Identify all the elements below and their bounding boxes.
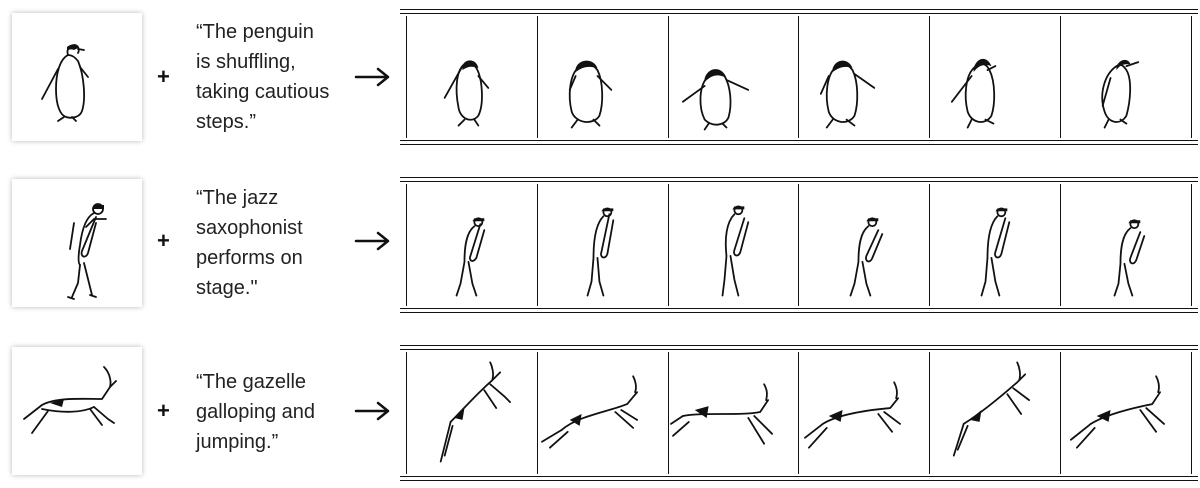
animation-frame — [1061, 16, 1191, 138]
animation-frame — [930, 16, 1062, 138]
gazelle-icon — [23, 366, 117, 434]
row-penguin: + “The penguin is shuffling, taking caut… — [0, 0, 1200, 148]
right-arrow-icon — [354, 231, 390, 251]
penguin-pose-icon — [820, 60, 876, 129]
gazelle-pose-icon — [439, 361, 511, 463]
filmstrip-rail-top — [400, 177, 1198, 182]
penguin-icon — [41, 44, 89, 122]
filmstrip-rail-bottom — [400, 476, 1198, 481]
animation-frame — [669, 352, 800, 474]
plus-sign: + — [157, 64, 170, 89]
gazelle-pose-icon — [1070, 375, 1166, 449]
animation-frame — [407, 16, 538, 138]
animation-frame — [669, 184, 800, 306]
output-frame-strip — [400, 345, 1198, 481]
input-sketch-card — [12, 347, 142, 475]
filmstrip-rail-top — [400, 345, 1198, 350]
text-prompt: “The jazz saxophonist performs on stage.… — [196, 187, 303, 299]
filmstrip-rail-bottom — [400, 308, 1198, 313]
plus-sign: + — [157, 228, 170, 253]
plus-sign: + — [157, 398, 170, 423]
gazelle-pose-icon — [953, 361, 1031, 457]
penguin-pose-icon — [951, 58, 997, 129]
animation-frame — [930, 352, 1062, 474]
text-prompt: “The penguin is shuffling, taking cautio… — [196, 21, 330, 133]
output-frame-strip — [400, 177, 1198, 313]
filmstrip-rail-bottom — [400, 140, 1198, 145]
input-sketch-card — [12, 13, 142, 141]
right-arrow-icon — [354, 401, 390, 421]
gazelle-pose-icon — [669, 383, 773, 445]
text-prompt: “The gazelle galloping and jumping.” — [196, 371, 315, 453]
saxophonist-pose-icon — [850, 217, 884, 297]
filmstrip-rail-top — [400, 9, 1198, 14]
saxophonist-pose-icon — [980, 207, 1011, 297]
saxophonist-icon — [67, 203, 107, 300]
saxophonist-pose-icon — [1113, 219, 1146, 297]
animation-frame — [799, 352, 931, 474]
animation-frame — [1061, 352, 1191, 474]
penguin-pose-icon — [681, 69, 749, 131]
animation-frame — [1061, 184, 1191, 306]
saxophonist-pose-icon — [721, 205, 749, 297]
penguin-pose-icon — [443, 60, 490, 127]
animation-frame — [538, 352, 669, 474]
animation-frame — [799, 184, 931, 306]
gazelle-pose-icon — [804, 381, 902, 449]
input-sketch-card — [12, 179, 142, 307]
penguin-pose-icon — [568, 60, 613, 129]
gazelle-pose-icon — [540, 375, 638, 449]
right-arrow-icon — [354, 67, 390, 87]
animation-frame — [930, 184, 1062, 306]
animation-frame — [538, 16, 669, 138]
animation-frame — [407, 352, 538, 474]
animation-frame — [669, 16, 800, 138]
saxophonist-pose-icon — [455, 217, 486, 297]
saxophonist-pose-icon — [586, 207, 615, 297]
animation-frame — [407, 184, 538, 306]
output-frame-strip — [400, 9, 1198, 145]
row-gazelle: + “The gazelle galloping and jumping.” — [0, 336, 1200, 484]
animation-frame — [799, 16, 931, 138]
animation-frame — [538, 184, 669, 306]
row-saxophonist: + “The jazz saxophonist performs on stag… — [0, 168, 1200, 316]
penguin-pose-icon — [1101, 59, 1140, 129]
